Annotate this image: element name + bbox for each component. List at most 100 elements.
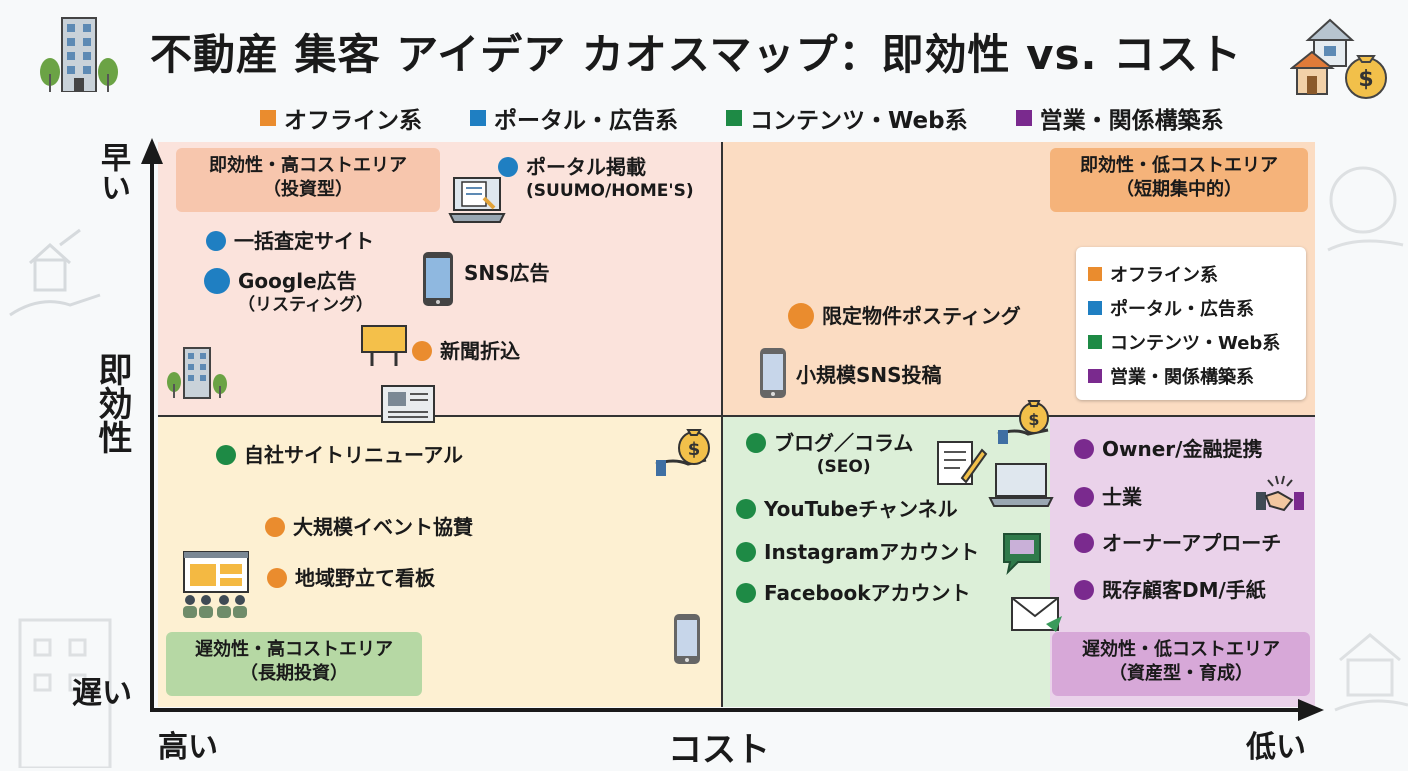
chat-bubble-icon [1003,533,1041,576]
legend-label: ポータル・広告系 [1110,299,1254,320]
envelope-icon [1011,597,1062,632]
laptop-document-icon [448,177,506,223]
buildings-bg-icon [18,618,112,768]
zone-line2: （投資型） [263,179,353,200]
office-building-icon [40,17,118,92]
zone-line1: 即効性・高コストエリア [209,155,407,176]
item-sns-ads: SNS広告 [464,260,550,286]
item-label: ブログ／コラム [774,431,914,455]
category-dot-content [216,445,236,465]
item-instagram: Instagramアカウント [736,539,979,565]
legend-label: コンテンツ・Web系 [1110,333,1281,354]
item-sub: （リスティング） [238,295,373,315]
item-label: Owner/金融提携 [1102,437,1263,461]
item-label: 地域野立て看板 [295,566,435,590]
item-label: 既存顧客DM/手紙 [1102,578,1266,602]
y-title-text: 即効性 [92,352,132,454]
svg-text:$: $ [1028,410,1039,429]
item-label: SNS広告 [464,261,550,285]
laptop-icon [988,463,1054,507]
category-dot-offline [267,568,287,588]
category-dot-portal [204,268,230,294]
legend-swatch [1088,267,1102,281]
legend-swatch [470,110,486,126]
legend-swatch [1088,301,1102,315]
item-facebook: Facebookアカウント [736,580,971,606]
item-owner-finance: Owner/金融提携 [1074,436,1262,462]
billboard-icon [361,325,407,366]
y-axis-arrow [141,138,163,164]
category-dot-content [746,433,766,453]
zone-line1: 遅効性・低コストエリア [1082,639,1280,660]
legend-label: 営業・関係構築系 [1110,367,1254,388]
item-label: Instagramアカウント [764,540,980,564]
legend-item-portal: ポータル・広告系 [470,101,678,135]
legend-box-item-portal: ポータル・広告系 [1088,291,1294,325]
item-bulk-appraisal: 一括査定サイト [206,228,374,254]
item-label: ポータル掲載 [526,155,646,179]
y-axis-line [150,160,154,712]
item-label: Google広告 [238,269,357,293]
item-text: ブログ／コラム(SEO) [774,430,913,478]
handshake-icon [1256,475,1304,512]
category-dot-content [736,499,756,519]
city-buildings-icon [167,347,227,399]
zone-label-top-right: 即効性・低コストエリア （短期集中的） [1050,148,1308,212]
category-dot-sales [1074,439,1094,459]
category-dot-offline [788,303,814,329]
x-axis-left-label: 高い [158,730,218,765]
item-portal-listing: ポータル掲載(SUUMO/HOME'S) [498,154,694,202]
category-dot-sales [1074,487,1094,507]
item-big-event: 大規模イベント協賛 [265,514,473,540]
legend-box-item-offline: オフライン系 [1088,257,1294,291]
item-label: 小規模SNS投稿 [796,363,942,387]
legend-swatch [260,110,276,126]
item-local-sign: 地域野立て看板 [267,565,435,591]
zone-line1: 即効性・低コストエリア [1080,155,1278,176]
event-audience-icon [183,551,249,618]
document-pen-icon [937,441,988,485]
category-dot-offline [412,341,432,361]
smartphone-icon [760,348,786,398]
zone-label-top-left: 即効性・高コストエリア （投資型） [176,148,440,212]
zone-line2: （長期投資） [240,663,348,684]
legend-swatch [726,110,742,126]
house-hand-bg-icon [1334,633,1408,712]
zone-label-bottom-left: 遅効性・高コストエリア （長期投資） [166,632,422,696]
zone-line2: （資産型・育成） [1109,663,1253,684]
item-limited-posting: 限定物件ポスティング [788,303,1021,329]
item-text: ポータル掲載(SUUMO/HOME'S) [526,154,694,202]
legend-label: オフライン系 [1110,265,1218,286]
y-axis-top-label: 早い [92,142,132,211]
legend-swatch [1015,110,1032,126]
zone-label-bottom-right: 遅効性・低コストエリア （資産型・育成） [1052,632,1310,696]
item-label: 自社サイトリニューアル [244,443,463,467]
category-dot-content [736,583,756,603]
divider-vertical [721,142,723,707]
item-label: 大規模イベント協賛 [293,515,473,539]
item-google-ads: Google広告（リスティング） [204,268,373,316]
y-axis-title: 即効性 [92,352,132,463]
item-owner-approach: オーナーアプローチ [1074,530,1281,556]
hand-house-icon [9,228,101,317]
category-dot-portal [206,231,226,251]
newspaper-icon [381,385,435,423]
item-existing-dm: 既存顧客DM/手紙 [1074,577,1266,603]
item-shigyo: 士業 [1074,484,1142,510]
page-title: 不動産 集客 アイデア カオスマップ：即効性 vs. コスト [150,30,1243,79]
svg-text:$: $ [688,439,701,460]
legend-box: オフライン系 ポータル・広告系 コンテンツ・Web系 営業・関係構築系 [1076,247,1306,400]
legend-item-sales: 営業・関係構築系 [1015,101,1224,135]
smartphone-icon [423,252,453,306]
item-label: 士業 [1102,485,1142,509]
item-text: Google広告（リスティング） [238,268,373,316]
x-axis-title: コスト [668,730,770,770]
category-dot-offline [265,517,285,537]
item-youtube: YouTubeチャンネル [736,496,958,522]
category-dot-sales [1074,533,1094,553]
legend-box-item-content: コンテンツ・Web系 [1088,325,1294,359]
legend-swatch [1088,369,1102,383]
item-label: Facebookアカウント [764,581,971,605]
item-sub: (SUUMO/HOME'S) [526,181,694,201]
x-axis-line [150,708,1300,712]
